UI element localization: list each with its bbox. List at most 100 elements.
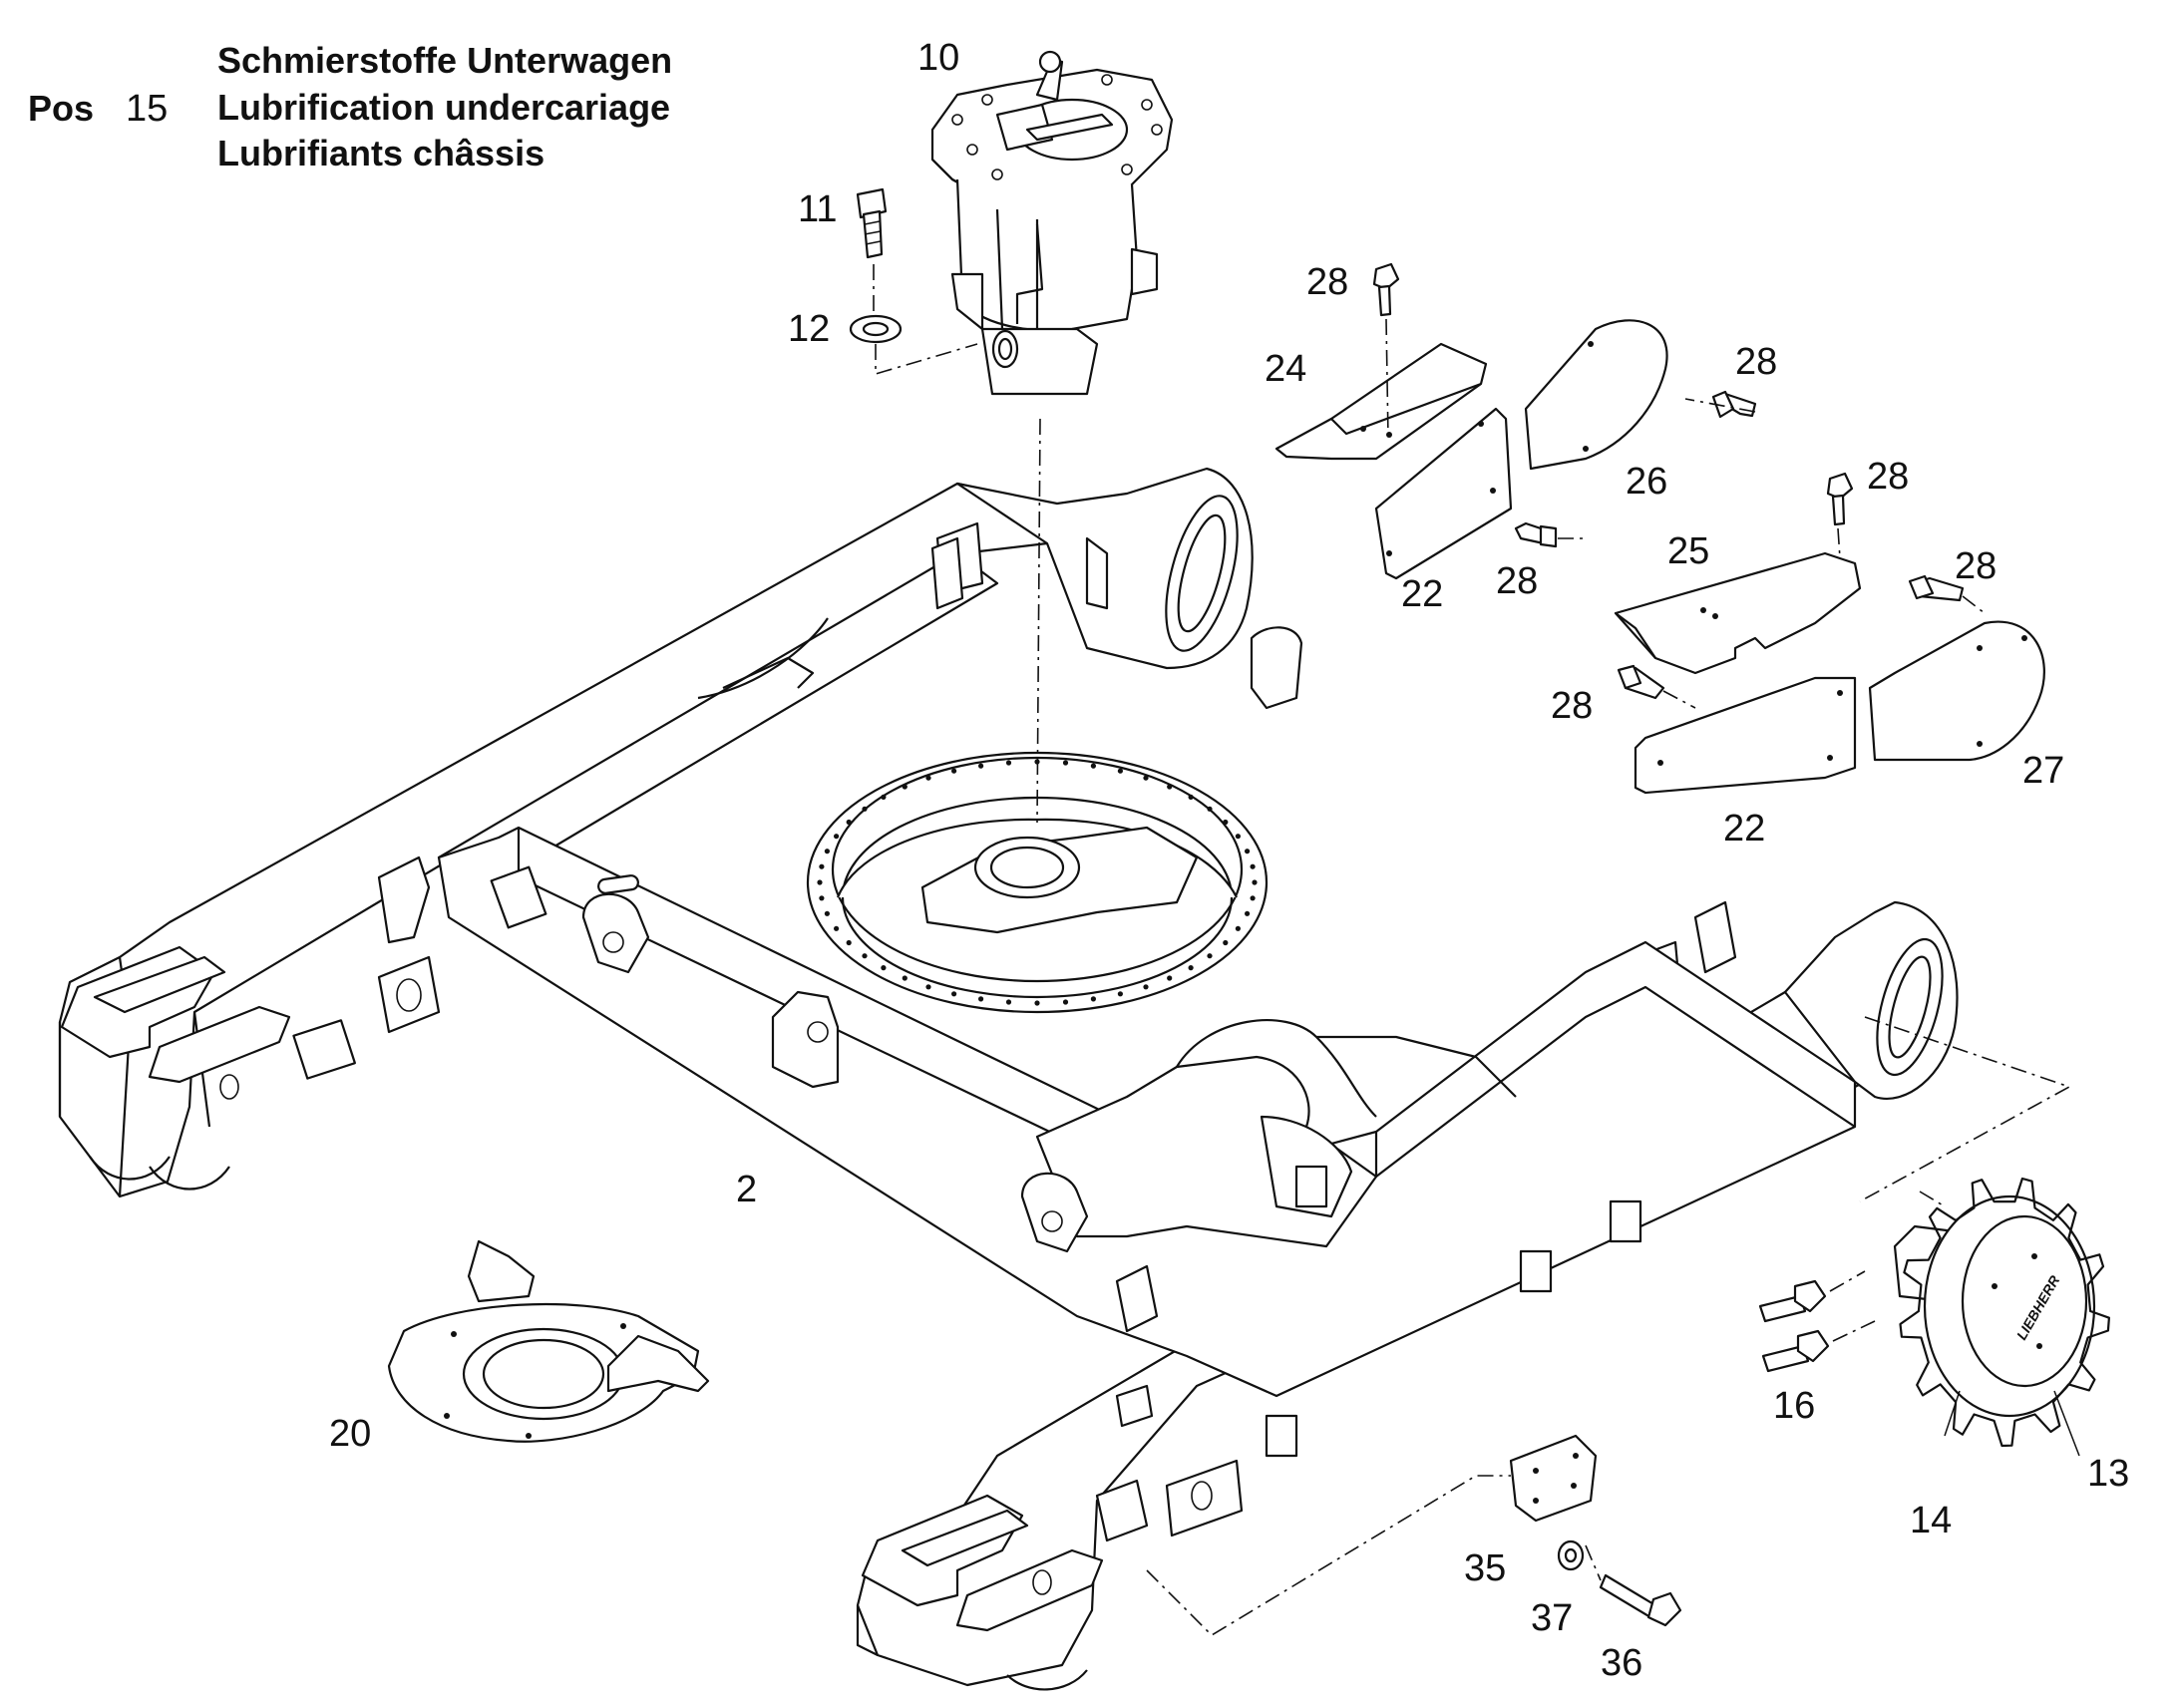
callout-28-f: 28 xyxy=(1551,685,1593,727)
title-german: Schmierstoffe Unterwagen xyxy=(217,40,673,81)
ring-bolt-hole xyxy=(1245,849,1251,854)
undercarriage-frame xyxy=(58,467,1959,1691)
ring-bolt-hole xyxy=(1235,925,1241,931)
callout-35: 35 xyxy=(1464,1547,1506,1589)
bolt-28-e xyxy=(1908,574,1965,602)
ring-bolt-hole xyxy=(1117,991,1123,997)
flange-hole xyxy=(951,114,963,126)
ring-bolt-hole xyxy=(1223,939,1229,946)
cover-26 xyxy=(1524,319,1668,471)
sprocket-teeth-outline xyxy=(1899,1177,2110,1448)
ring-bolt-hole xyxy=(817,879,823,885)
ring-bolt-hole xyxy=(1252,879,1258,885)
slewing-ring-bolt-holes xyxy=(817,759,1258,1006)
cover-22-upper xyxy=(1374,407,1513,580)
flange-hole xyxy=(991,169,1003,180)
ring-bolt-hole xyxy=(862,806,868,812)
washer-12 xyxy=(849,314,903,344)
ring-bolt-hole xyxy=(1005,760,1012,766)
ring-bolt-hole xyxy=(1117,768,1123,774)
ring-bolt-hole xyxy=(1250,895,1256,901)
ring-bolt-hole xyxy=(862,953,868,959)
ring-bolt-hole xyxy=(925,775,931,781)
callout-10: 10 xyxy=(917,37,959,79)
ring-bolt-hole xyxy=(846,939,852,946)
callout-12: 12 xyxy=(788,308,830,350)
ring-bolt-hole xyxy=(1062,999,1069,1005)
flange-hole xyxy=(1101,74,1113,86)
callout-25: 25 xyxy=(1667,530,1709,572)
callout-28-e: 28 xyxy=(1955,545,1997,587)
callout-28-c: 28 xyxy=(1496,560,1538,602)
ring-bolt-hole xyxy=(834,834,840,840)
callout-20: 20 xyxy=(329,1413,371,1455)
ring-bolt-hole xyxy=(978,996,984,1002)
washer-37 xyxy=(1557,1539,1585,1571)
ring-bolt-hole xyxy=(951,991,957,997)
ring-bolt-hole xyxy=(902,975,908,981)
ring-bolt-hole xyxy=(1167,975,1173,981)
motor-centerline xyxy=(1036,418,1041,824)
callout-27: 27 xyxy=(2022,750,2064,792)
bolt-28-f xyxy=(1617,664,1665,700)
cover-plate-35 xyxy=(1509,1434,1598,1523)
ring-bolt-hole xyxy=(824,910,831,916)
ring-bolt-hole xyxy=(1090,763,1096,769)
plate-20 xyxy=(387,1239,710,1443)
ring-bolt-hole xyxy=(1143,984,1149,990)
ring-bolt-hole xyxy=(834,925,840,931)
bolt-28-b xyxy=(1711,390,1757,419)
ring-bolt-hole xyxy=(1143,775,1149,781)
cover-24 xyxy=(1274,342,1488,461)
ring-bolt-hole xyxy=(1245,910,1251,916)
ring-bolt-hole xyxy=(1034,1000,1040,1006)
ring-bolt-hole xyxy=(1062,760,1069,766)
ring-bolt-hole xyxy=(1167,784,1173,790)
ring-bolt-hole xyxy=(978,763,984,769)
callout-26: 26 xyxy=(1626,461,1667,503)
flange-hole xyxy=(1141,99,1153,111)
left-rear-bracket xyxy=(148,1005,291,1084)
callout-22-b: 22 xyxy=(1723,808,1765,850)
flange-hole xyxy=(1151,124,1163,136)
final-drive-13: LIEBHERR xyxy=(1893,1195,2096,1418)
ring-bolt-hole xyxy=(881,794,887,801)
ring-bolt-hole xyxy=(1188,794,1194,801)
cover-22-lower xyxy=(1634,676,1857,795)
bolt-28-c xyxy=(1514,521,1558,548)
ring-bolt-hole xyxy=(846,819,852,826)
swing-drive-motor xyxy=(930,50,1174,396)
ring-bolt-hole xyxy=(1005,999,1012,1005)
callout-28-b: 28 xyxy=(1735,341,1777,383)
cover-25 xyxy=(1614,551,1862,675)
ring-bolt-hole xyxy=(1188,965,1194,971)
title-english: Lubrification undercariage xyxy=(217,87,671,128)
ring-bolt-hole xyxy=(925,984,931,990)
ring-bolt-hole xyxy=(819,863,825,869)
bolt-28-d xyxy=(1826,472,1854,526)
ring-bolt-hole xyxy=(819,895,825,901)
callout-28-d: 28 xyxy=(1867,456,1909,498)
ring-bolt-hole xyxy=(1223,819,1229,826)
ring-bolt-hole xyxy=(1250,863,1256,869)
ring-bolt-hole xyxy=(881,965,887,971)
callout-22-a: 22 xyxy=(1401,573,1443,615)
ring-bolt-hole xyxy=(902,784,908,790)
callout-13: 13 xyxy=(2087,1453,2129,1495)
callout-24: 24 xyxy=(1265,348,1306,390)
motor-flange-holes xyxy=(951,74,1163,180)
ring-bolt-hole xyxy=(1207,953,1213,959)
ring-bolt-hole xyxy=(1235,834,1241,840)
callout-28-a: 28 xyxy=(1306,261,1348,303)
callout-14: 14 xyxy=(1910,1500,1952,1541)
callout-labels: 10 11 12 24 28 28 26 28 22 28 25 28 28 2… xyxy=(329,37,2129,1684)
ring-bolt-hole xyxy=(951,768,957,774)
ring-bolt-hole xyxy=(824,849,831,854)
callout-16: 16 xyxy=(1773,1385,1815,1427)
title-french: Lubrifiants châssis xyxy=(217,133,545,173)
ring-bolt-hole xyxy=(1090,996,1096,1002)
bolts-16 xyxy=(1758,1279,1830,1373)
bolt-36 xyxy=(1599,1573,1682,1627)
